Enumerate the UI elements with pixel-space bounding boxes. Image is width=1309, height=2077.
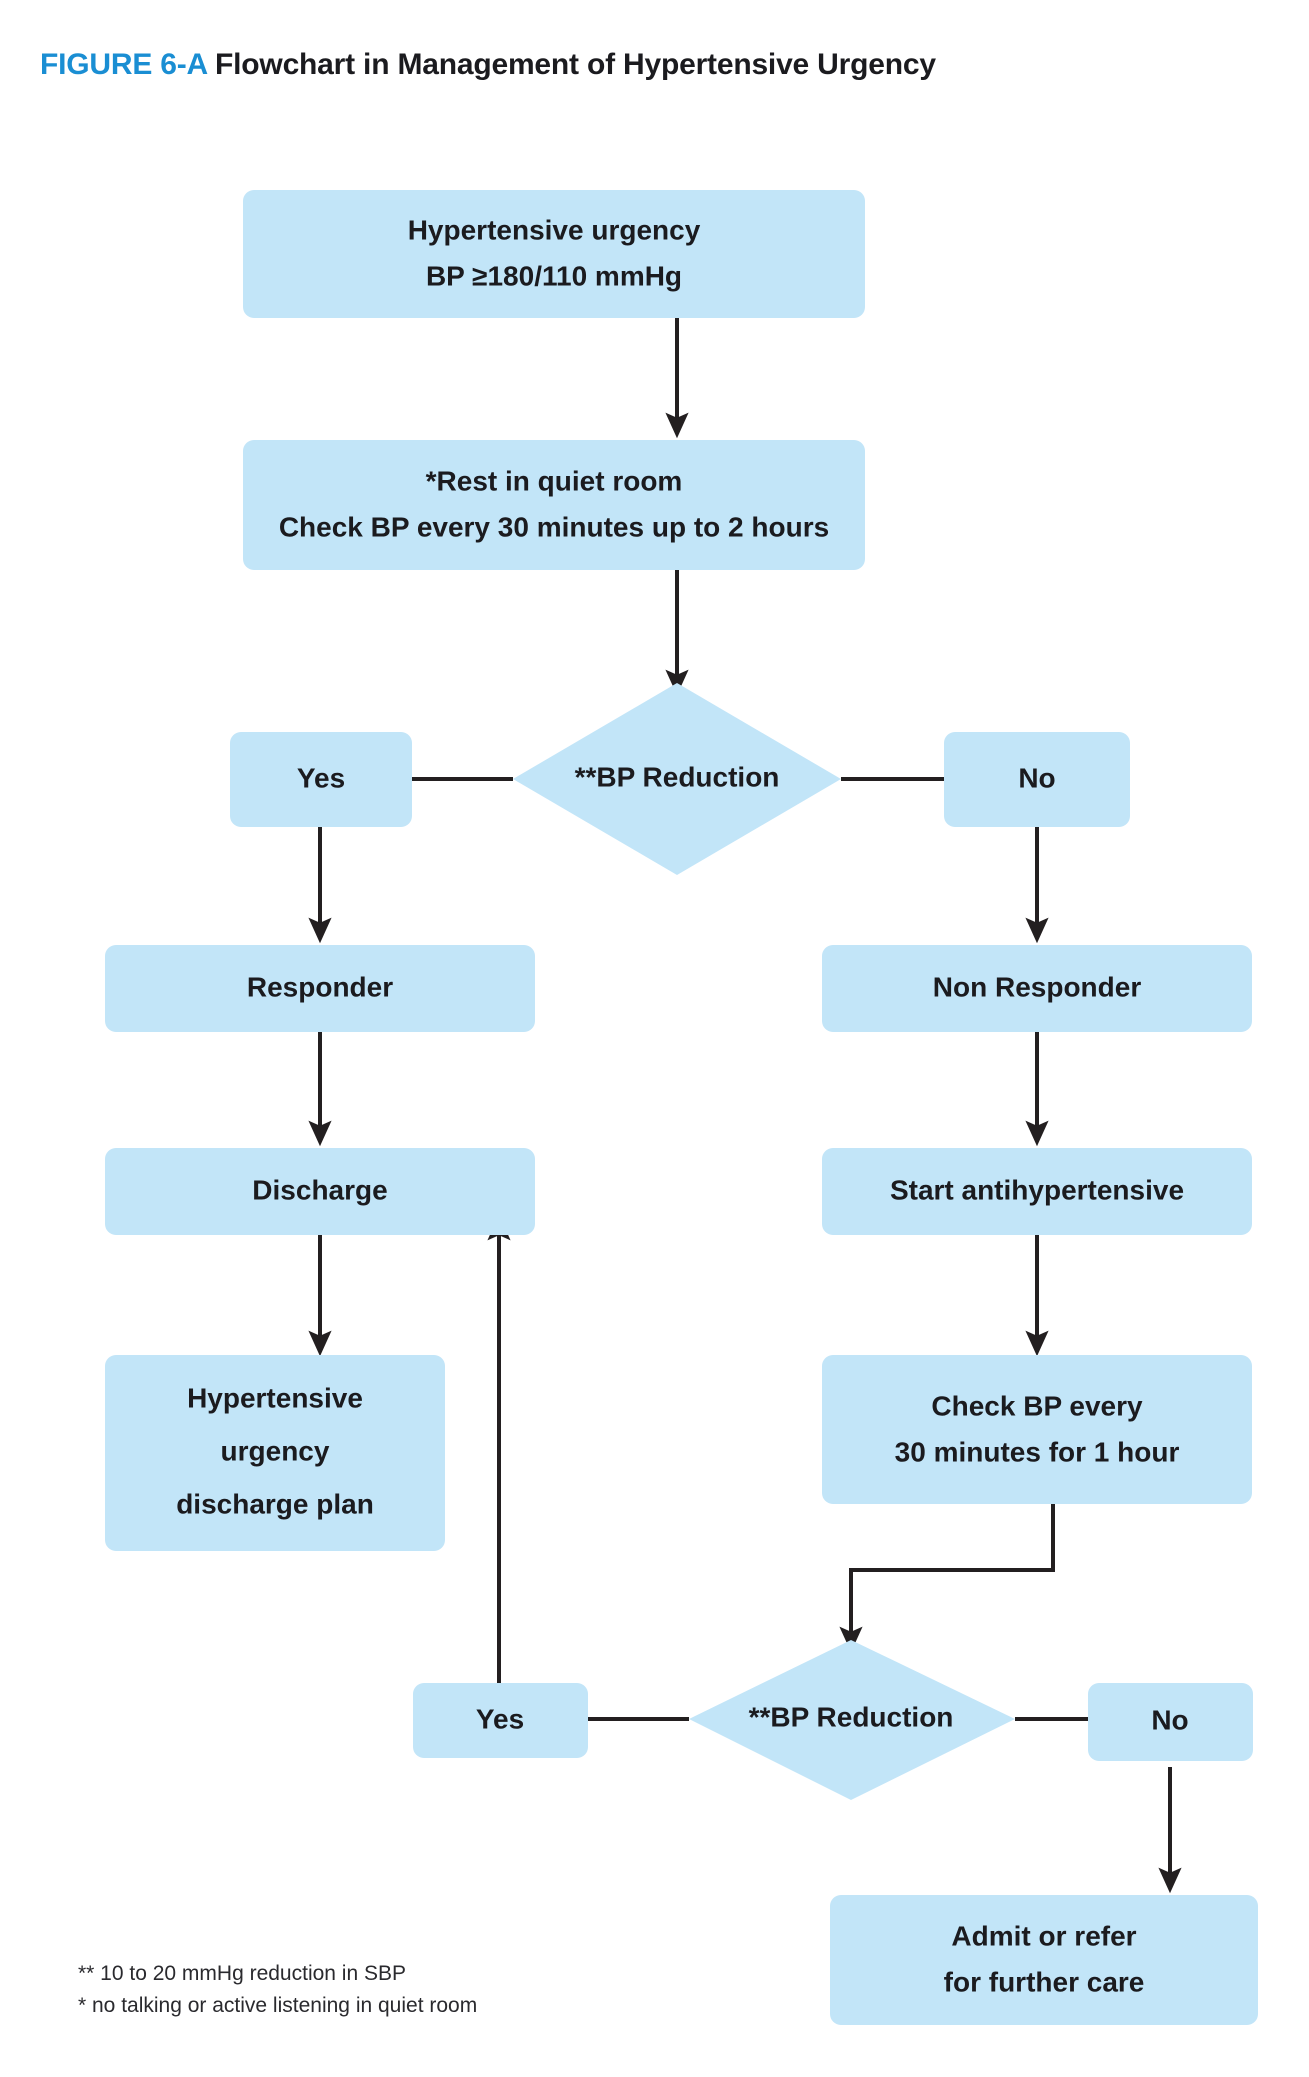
- node-check-bp-line2: 30 minutes for 1 hour: [895, 1436, 1180, 1467]
- node-start-antihypertensive[interactable]: Start antihypertensive: [822, 1148, 1252, 1235]
- figure-title: FIGURE 6-A Flowchart in Management of Hy…: [40, 48, 936, 82]
- node-decision-2-label: **BP Reduction: [749, 1701, 954, 1732]
- node-decision-2-no-shape: [1088, 1683, 1253, 1761]
- node-check-bp[interactable]: Check BP every 30 minutes for 1 hour: [822, 1355, 1252, 1504]
- node-discharge-plan-line2: urgency: [221, 1435, 330, 1466]
- node-decision-1-label: **BP Reduction: [575, 761, 780, 792]
- node-start-line1: Hypertensive urgency: [408, 214, 701, 245]
- node-decision-1-yes[interactable]: Yes: [230, 732, 412, 827]
- node-discharge-plan-line1: Hypertensive: [187, 1382, 363, 1413]
- node-discharge[interactable]: Discharge: [105, 1148, 535, 1235]
- node-rest[interactable]: *Rest in quiet room Check BP every 30 mi…: [243, 440, 865, 570]
- node-decision-1-no[interactable]: No: [944, 732, 1130, 827]
- node-discharge-plan-shape: [105, 1355, 445, 1551]
- node-admit-or-refer[interactable]: Admit or refer for further care: [830, 1895, 1258, 2025]
- node-non-responder-label: Non Responder: [933, 971, 1142, 1002]
- connector-check-bp-to-decision2: [839, 1504, 1055, 1653]
- node-decision-1-shape: [513, 683, 841, 875]
- node-rest-line1: *Rest in quiet room: [426, 465, 683, 496]
- node-responder[interactable]: Responder: [105, 945, 535, 1032]
- node-decision-2-no-label: No: [1151, 1704, 1188, 1735]
- node-decision-2-no[interactable]: No: [1088, 1683, 1253, 1761]
- node-decision-2-yes-shape: [413, 1683, 588, 1758]
- node-rest-line2: Check BP every 30 minutes up to 2 hours: [279, 511, 829, 542]
- node-responder-shape: [105, 945, 535, 1032]
- node-decision-1-no-label: No: [1018, 762, 1055, 793]
- footnote-double-asterisk: ** 10 to 20 mmHg reduction in SBP: [78, 1962, 407, 1985]
- figure-title-text: Flowchart in Management of Hypertensive …: [215, 48, 936, 81]
- node-start-line2: BP ≥180/110 mmHg: [426, 260, 682, 291]
- node-decision-2-shape: [689, 1640, 1015, 1800]
- footnote-single-asterisk: * no talking or active listening in quie…: [78, 1994, 478, 2017]
- node-check-bp-shape: [822, 1355, 1252, 1504]
- node-decision-2-yes-label: Yes: [476, 1703, 524, 1734]
- node-decision-bp-reduction-2[interactable]: **BP Reduction: [689, 1640, 1015, 1800]
- node-admit-line1: Admit or refer: [951, 1920, 1136, 1951]
- node-non-responder[interactable]: Non Responder: [822, 945, 1252, 1032]
- node-discharge-label: Discharge: [252, 1174, 387, 1205]
- node-start-shape: [243, 190, 865, 318]
- node-decision-1-yes-shape: [230, 732, 412, 827]
- node-check-bp-line1: Check BP every: [931, 1390, 1143, 1421]
- node-decision-1-yes-label: Yes: [297, 762, 345, 793]
- node-decision-2-yes[interactable]: Yes: [413, 1683, 588, 1758]
- node-rest-shape: [243, 440, 865, 570]
- node-decision-1-no-shape: [944, 732, 1130, 827]
- node-non-responder-shape: [822, 945, 1252, 1032]
- node-start-antihypertensive-label: Start antihypertensive: [890, 1174, 1184, 1205]
- node-responder-label: Responder: [247, 971, 393, 1002]
- node-start-antihypertensive-shape: [822, 1148, 1252, 1235]
- node-decision-bp-reduction-1[interactable]: **BP Reduction: [513, 683, 841, 875]
- node-discharge-shape: [105, 1148, 535, 1235]
- node-admit-shape: [830, 1895, 1258, 2025]
- node-admit-line2: for further care: [944, 1966, 1145, 1997]
- connectors: [308, 318, 1182, 1894]
- node-discharge-plan[interactable]: Hypertensive urgency discharge plan: [105, 1355, 445, 1551]
- figure-number-label: FIGURE 6-A: [40, 48, 207, 81]
- node-discharge-plan-line3: discharge plan: [176, 1488, 374, 1519]
- node-start[interactable]: Hypertensive urgency BP ≥180/110 mmHg: [243, 190, 865, 318]
